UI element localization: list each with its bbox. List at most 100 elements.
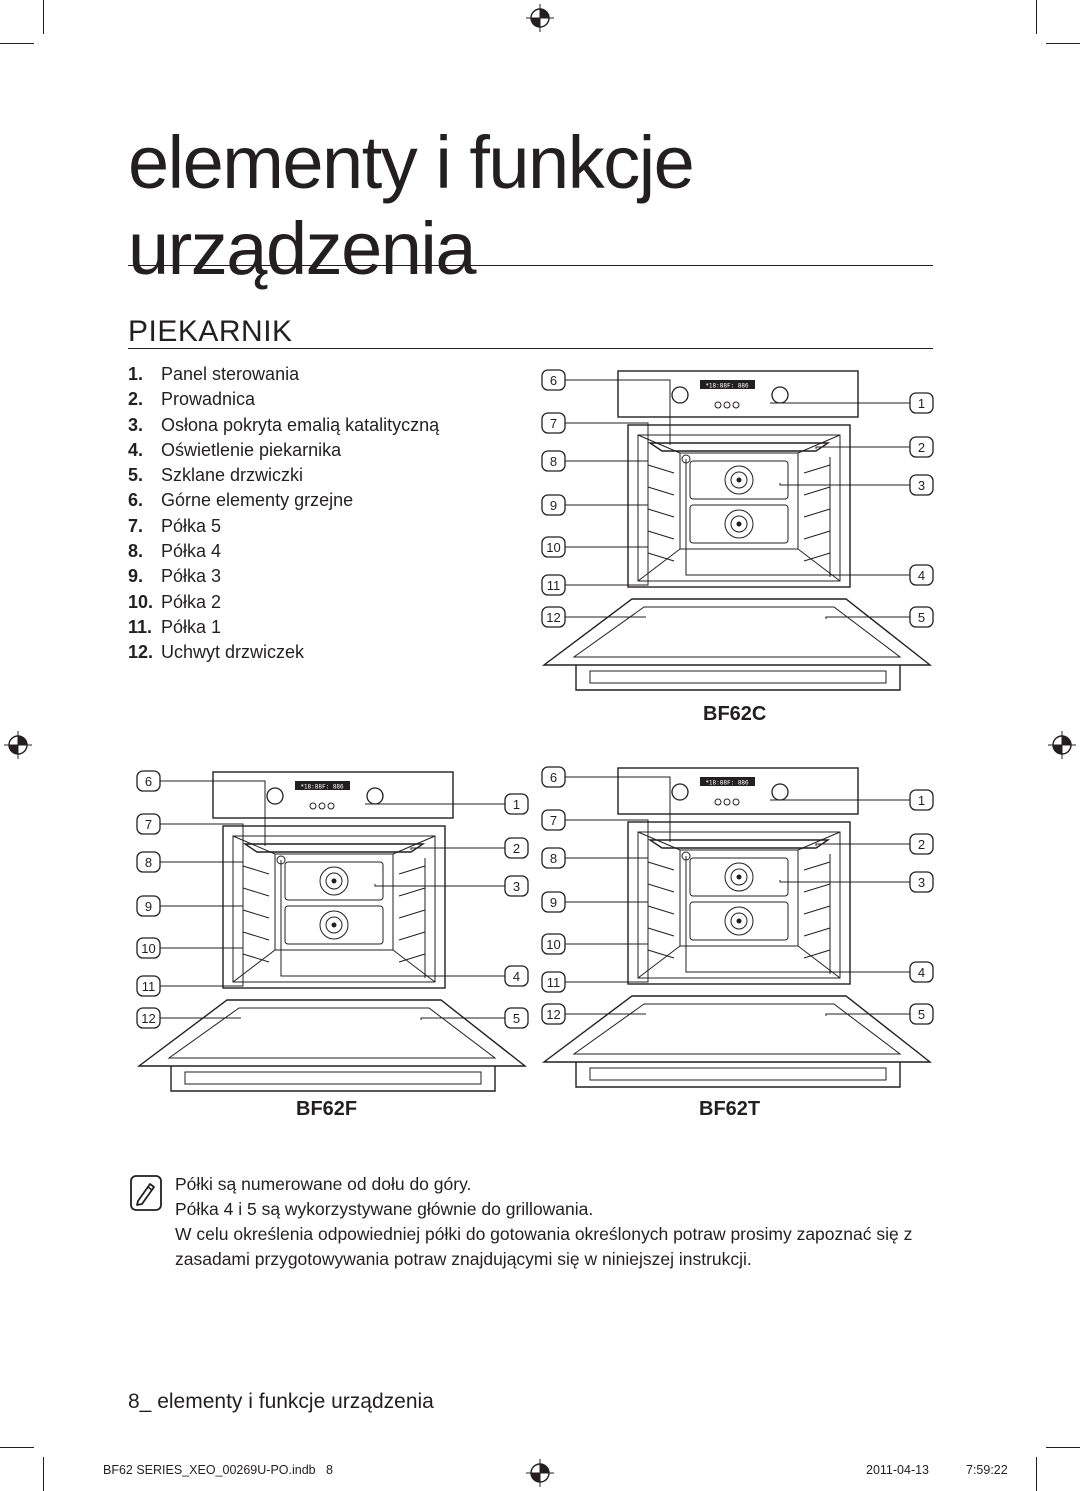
door-handle	[575, 665, 901, 691]
callout-badge: 9	[541, 494, 566, 516]
page-title-line-2: urządzenia	[128, 207, 477, 290]
svg-text:11: 11	[142, 979, 156, 994]
callout-badge: 4	[909, 564, 934, 586]
legend-number: 2.	[128, 389, 144, 410]
crop-mark	[0, 1447, 34, 1448]
legend-item: 8.Półka 4	[128, 539, 439, 564]
svg-text:12: 12	[141, 1011, 155, 1026]
legend-item: 5.Szklane drzwiczki	[128, 463, 439, 488]
fan-icon	[724, 509, 754, 539]
panel-button	[714, 401, 722, 409]
crop-mark	[1046, 1447, 1080, 1448]
callout-badge: 6	[541, 369, 566, 391]
callout-badge: 7	[136, 813, 161, 835]
legend-number: 3.	[128, 414, 144, 435]
legend-item: 10.Półka 2	[128, 590, 439, 615]
callout-badge: 11	[541, 971, 566, 993]
registration-mark-icon	[1048, 731, 1076, 759]
legend-label: Osłona pokryta emalią katalityczną	[161, 414, 440, 435]
panel-button	[318, 802, 326, 810]
model-label-bf62f: BF62F	[296, 1098, 358, 1120]
legend-label: Oświetlenie piekarnika	[161, 439, 342, 460]
legend-number: 11.	[128, 616, 153, 637]
svg-text:7: 7	[550, 416, 557, 431]
legend-label: Panel sterowania	[161, 364, 300, 384]
legend-number: 10.	[128, 591, 154, 612]
catalytic-panel	[284, 861, 384, 901]
callout-badge: 7	[541, 809, 566, 831]
note-text: Półki są numerowane od dołu do góry. Pół…	[175, 1172, 915, 1272]
svg-text:1: 1	[513, 797, 520, 812]
control-knob-icon	[671, 386, 689, 404]
catalytic-panel	[689, 901, 789, 941]
svg-text:6: 6	[145, 774, 152, 789]
glass-door	[541, 598, 933, 666]
callout-badge: 8	[136, 851, 161, 873]
callout-badge: 10	[541, 933, 566, 955]
callout-badge: 9	[541, 891, 566, 913]
panel-button	[309, 802, 317, 810]
callout-badge: 5	[504, 1007, 529, 1029]
legend-number: 12.	[128, 642, 154, 663]
legend-label: Prowadnica	[161, 389, 256, 410]
title-rule	[128, 265, 933, 266]
svg-text:9: 9	[145, 899, 152, 914]
section-rule	[128, 348, 933, 349]
svg-text:5: 5	[918, 610, 925, 625]
callout-badge: 2	[909, 833, 934, 855]
svg-text:3: 3	[513, 879, 520, 894]
panel-button	[327, 802, 335, 810]
fan-icon	[724, 862, 754, 892]
door-handle	[170, 1066, 496, 1092]
legend-item: 11. Półka 1	[128, 615, 439, 640]
svg-text:5: 5	[918, 1007, 925, 1022]
catalytic-panel	[689, 504, 789, 544]
callout-badge: 1	[909, 392, 934, 414]
note-line: Półki są numerowane od dołu do góry.	[175, 1174, 472, 1194]
page-footer-label: 8_ elementy i funkcje urządzenia	[128, 1390, 434, 1413]
display-screen	[700, 380, 755, 389]
callout-badge: 5	[909, 606, 934, 628]
catalytic-panel	[284, 905, 384, 945]
callout-badge: 8	[541, 847, 566, 869]
glass-door	[136, 999, 528, 1067]
top-heating-element	[647, 442, 831, 452]
callout-badge: 1	[504, 793, 529, 815]
crop-mark	[43, 1457, 44, 1491]
registration-mark-icon	[526, 1459, 554, 1487]
note-line: Półka 4 i 5 są wykorzystywane głównie do…	[175, 1199, 594, 1219]
crop-mark	[43, 0, 44, 34]
legend-label: Szklane drzwiczki	[161, 465, 304, 486]
legend-label: Półka 5	[161, 515, 222, 536]
panel-button	[732, 798, 740, 806]
legend-item: 1.Panel sterowania	[128, 362, 439, 387]
control-knob-icon	[266, 787, 284, 805]
control-panel	[617, 370, 859, 418]
callout-badge: 2	[504, 837, 529, 859]
callout-badge: 4	[909, 961, 934, 983]
display-screen	[295, 781, 350, 790]
section-heading: PIEKARNIK	[128, 315, 293, 348]
control-knob-icon	[771, 386, 789, 404]
legend-label: Górne elementy grzejne	[161, 490, 354, 511]
callout-badge: 7	[541, 412, 566, 434]
callout-badge: 4	[504, 965, 529, 987]
oven-cavity	[627, 821, 851, 985]
legend-label: Półka 3	[161, 566, 222, 587]
legend-item: 9. Półka 3	[128, 564, 439, 589]
svg-text:2: 2	[918, 837, 925, 852]
crop-mark	[1046, 43, 1080, 44]
legend-number: 9.	[128, 566, 144, 587]
svg-text:7: 7	[550, 813, 557, 828]
fan-icon	[319, 866, 349, 896]
print-time: 7:59:22	[966, 1463, 1008, 1477]
svg-text:9: 9	[550, 498, 557, 513]
svg-text:1: 1	[918, 793, 925, 808]
control-panel	[212, 771, 454, 819]
callout-badge: 9	[136, 895, 161, 917]
legend-item: 7.Półka 5	[128, 514, 439, 539]
legend-label: Półka 1	[161, 616, 222, 637]
